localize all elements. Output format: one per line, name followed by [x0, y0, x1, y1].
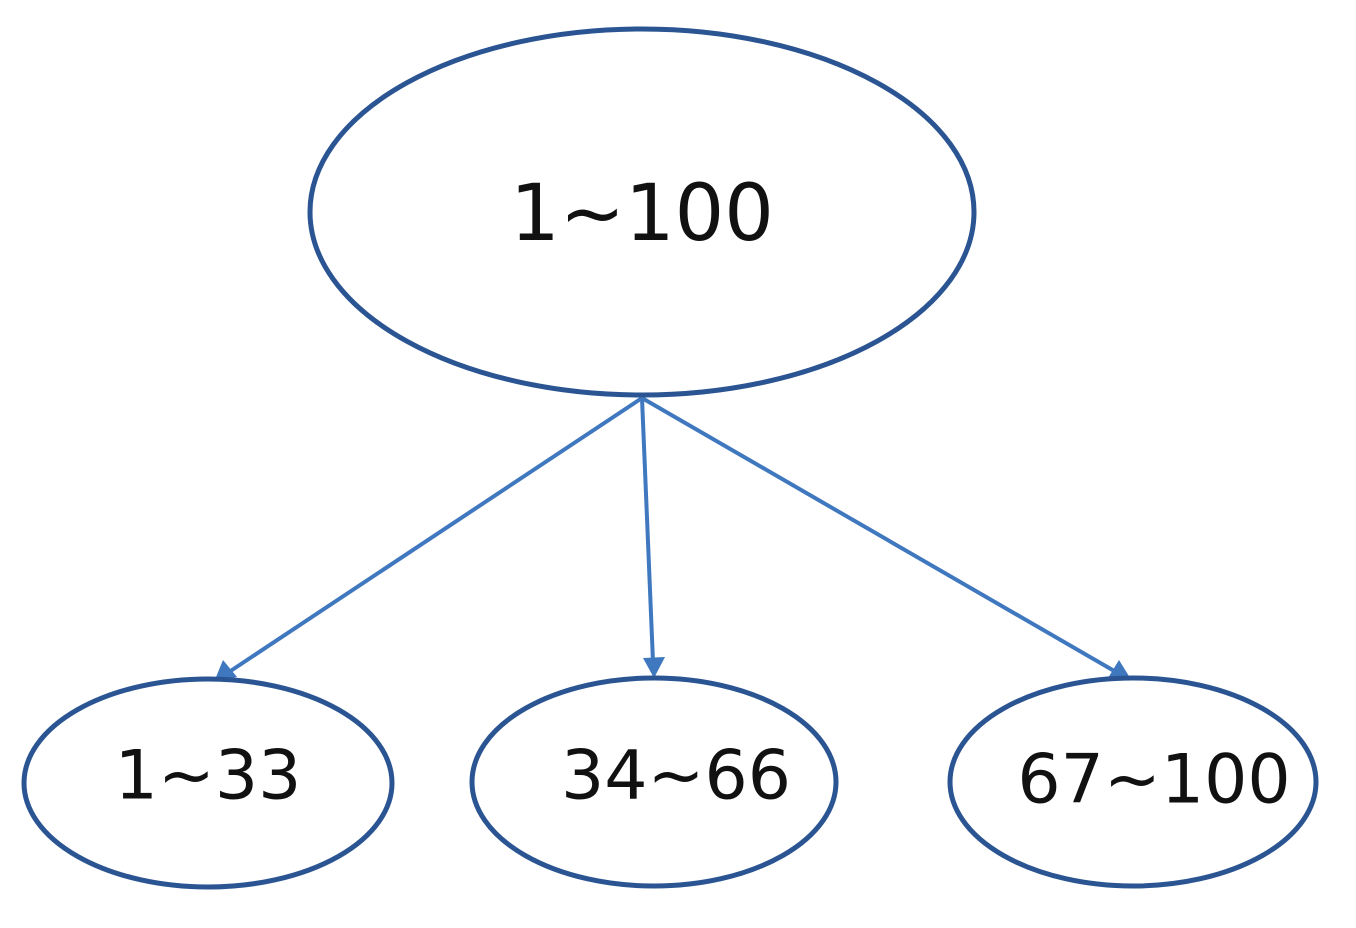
edge-root-to-child-1	[214, 396, 644, 682]
child-node-1: 1~33	[21, 676, 395, 890]
child-node-3: 67~100	[947, 675, 1319, 889]
child-node-2-label: 34~66	[561, 737, 791, 816]
root-node-ellipse	[307, 26, 977, 398]
arrow-shaft-2	[640, 397, 655, 663]
arrow-shaft-1	[224, 396, 644, 676]
arrowhead-1-icon	[214, 660, 237, 682]
root-node: 1~100	[307, 26, 977, 398]
root-node-label: 1~100	[510, 169, 774, 259]
edge-root-to-child-2	[640, 397, 665, 678]
arrow-shaft-3	[640, 396, 1118, 674]
child-node-2-ellipse	[469, 675, 839, 889]
child-node-1-ellipse	[21, 676, 395, 890]
child-node-3-label: 67~100	[1017, 741, 1290, 820]
child-node-1-label: 1~33	[115, 737, 302, 816]
arrowhead-2-icon	[643, 657, 665, 678]
child-node-2: 34~66	[469, 675, 839, 889]
child-node-3-ellipse	[947, 675, 1319, 889]
edge-root-to-child-3	[640, 396, 1132, 681]
edges	[214, 396, 1132, 682]
